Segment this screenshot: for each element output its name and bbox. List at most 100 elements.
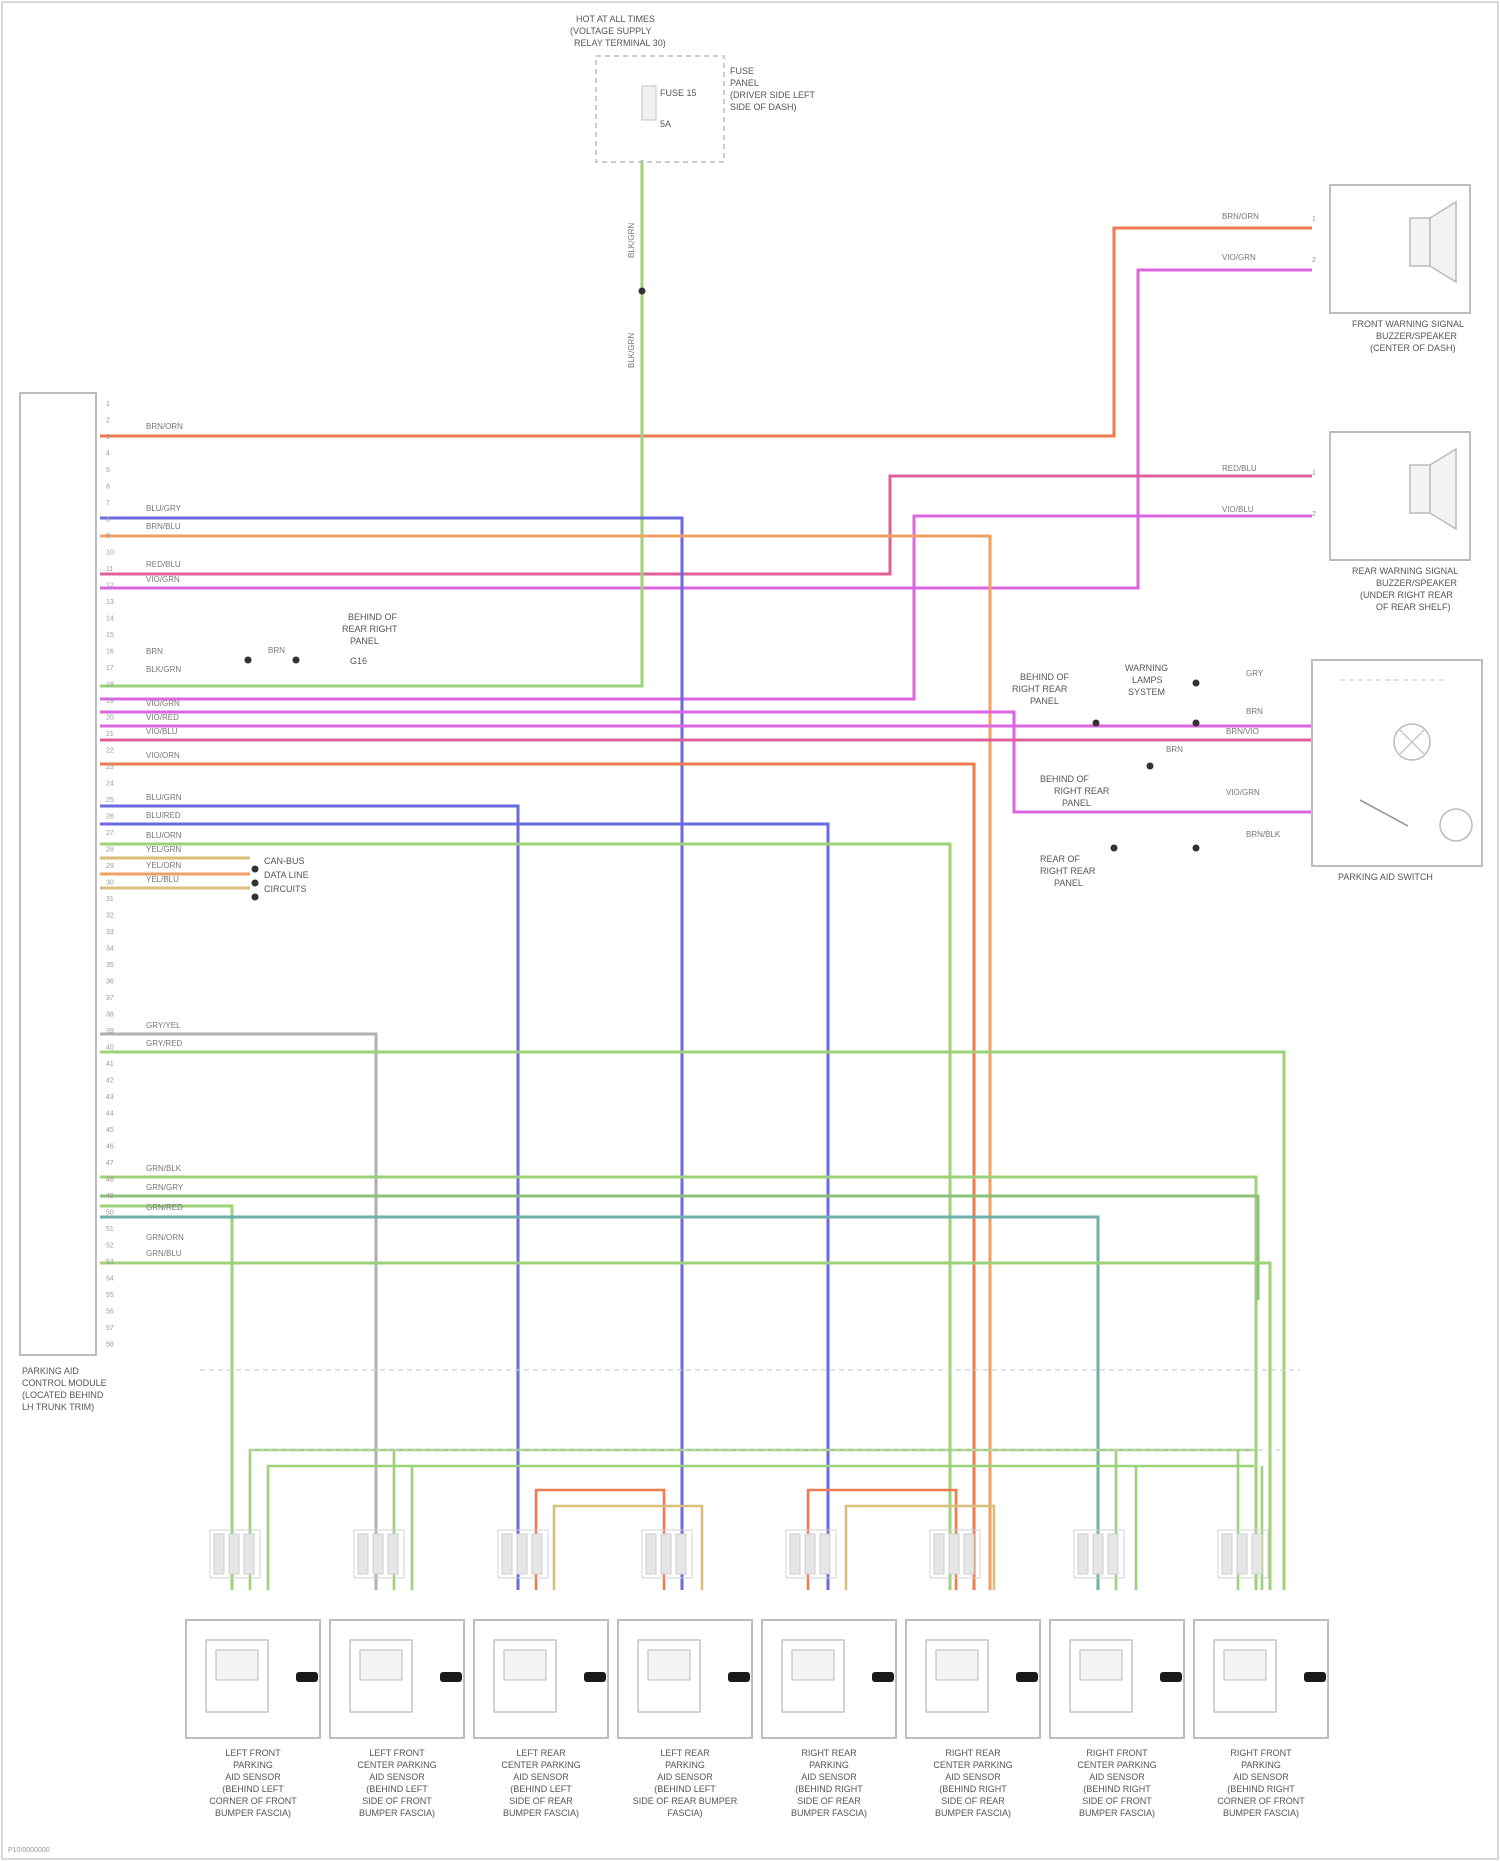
module-wire-label-6: BRN	[146, 647, 163, 656]
module-pin-25: 25	[106, 797, 114, 804]
switch-ground-a-label-3: PANEL	[1030, 696, 1059, 706]
sensor-label-line: CENTER PARKING	[1077, 1760, 1156, 1770]
module-pin-47: 47	[106, 1160, 114, 1167]
sensor-face-icon	[1080, 1650, 1122, 1680]
module-pin-1: 1	[106, 401, 110, 408]
module-pin-48: 48	[106, 1177, 114, 1184]
module-pin-11: 11	[106, 566, 113, 573]
sensor-label-line: SIDE OF REAR	[941, 1796, 1005, 1806]
sensor-6: RIGHT REARCENTER PARKINGAID SENSOR(BEHIN…	[906, 1530, 1040, 1818]
warning-lamps-label-3: SYSTEM	[1128, 687, 1165, 697]
sensor-label-line: AID SENSOR	[225, 1772, 281, 1782]
wire-12	[100, 806, 518, 1590]
sensor-plug-pin-icon	[214, 1534, 224, 1574]
sensor-label-line: FASCIA)	[667, 1808, 702, 1818]
fuse-block: HOT AT ALL TIMES (VOLTAGE SUPPLY RELAY T…	[570, 14, 816, 368]
module-pin-57: 57	[106, 1325, 114, 1332]
module-pin-53: 53	[106, 1259, 114, 1266]
module-pin-10: 10	[106, 550, 114, 557]
svg-text:1: 1	[1312, 470, 1316, 477]
switch-label: PARKING AID SWITCH	[1338, 872, 1433, 882]
ground-ref-label-1: BEHIND OF	[348, 612, 398, 622]
sensor-label-line: BUMPER FASCIA)	[503, 1808, 579, 1818]
module-wire-label-17: YEL/BLU	[146, 875, 179, 884]
sensor-plug-pin-icon	[517, 1534, 527, 1574]
control-module-label-4: LH TRUNK TRIM)	[22, 1402, 94, 1412]
sensor-label-line: (BEHIND RIGHT	[795, 1784, 863, 1794]
fuse-panel-label-1: FUSE	[730, 66, 754, 76]
rear-speaker-label-3: (UNDER RIGHT REAR	[1360, 590, 1453, 600]
sensor-plug-pin-icon	[388, 1534, 398, 1574]
module-wire-label-13: BLU/RED	[146, 811, 181, 820]
sensor-plug-pin-icon	[805, 1534, 815, 1574]
control-module: 1234567891011121314151617181920212223242…	[20, 393, 114, 1412]
rear-speaker-label-1: REAR WARNING SIGNAL	[1352, 566, 1458, 576]
sensor-face-icon	[936, 1650, 978, 1680]
sensor-connector-icon	[1016, 1672, 1038, 1682]
module-pin-32: 32	[106, 913, 114, 920]
module-pin-5: 5	[106, 467, 110, 474]
sensor-connector-icon	[1304, 1672, 1326, 1682]
fuse-wire-lower: BLK/GRN	[627, 333, 636, 368]
sensor-face-icon	[360, 1650, 402, 1680]
sensor-plug-pin-icon	[790, 1534, 800, 1574]
module-pin-36: 36	[106, 979, 114, 986]
sensor-label-line: (BEHIND LEFT	[222, 1784, 284, 1794]
module-pin-30: 30	[106, 880, 114, 887]
module-pin-7: 7	[106, 500, 110, 507]
module-wire-label-3: BRN/BLU	[146, 522, 181, 531]
sensor-label-line: (BEHIND LEFT	[654, 1784, 716, 1794]
sensor-label-line: LEFT FRONT	[369, 1748, 425, 1758]
can-bus-reference: CAN-BUS DATA LINE CIRCUITS	[252, 856, 309, 901]
module-pin-56: 56	[106, 1309, 114, 1316]
wire-3	[100, 476, 1312, 574]
wire-16	[100, 1052, 1284, 1590]
ground-ref-label-2: REAR RIGHT	[342, 624, 398, 634]
module-pin-2: 2	[106, 418, 110, 425]
sensor-label-line: AID SENSOR	[801, 1772, 857, 1782]
module-pin-46: 46	[106, 1144, 114, 1151]
module-pin-52: 52	[106, 1243, 114, 1250]
module-pin-28: 28	[106, 847, 114, 854]
module-wire-label-23: GRN/BLU	[146, 1249, 182, 1258]
sensor-plug-pin-icon	[502, 1534, 512, 1574]
sensor-label-line: CENTER PARKING	[501, 1760, 580, 1770]
rear-speaker-icon	[1410, 465, 1430, 513]
sensor-label-line: BUMPER FASCIA)	[935, 1808, 1011, 1818]
module-pin-4: 4	[106, 451, 110, 458]
sensor-2: LEFT FRONTCENTER PARKINGAID SENSOR(BEHIN…	[330, 1530, 464, 1818]
sensor-label-line: LEFT FRONT	[225, 1748, 281, 1758]
module-pin-34: 34	[106, 946, 114, 953]
sensor-label-line: LEFT REAR	[660, 1748, 710, 1758]
switch-contact-icon	[1360, 800, 1408, 826]
rear-speaker-wire-1: RED/BLU	[1222, 464, 1257, 473]
svg-text:1: 1	[1312, 216, 1316, 223]
front-speaker-icon	[1410, 218, 1430, 266]
sensor-connector-icon	[872, 1672, 894, 1682]
sensor-label-line: LEFT REAR	[516, 1748, 566, 1758]
footer-code: P10/0000000	[8, 1847, 50, 1854]
sensor-face-icon	[216, 1650, 258, 1680]
sensor-connector-icon	[728, 1672, 750, 1682]
module-pin-49: 49	[106, 1193, 114, 1200]
sensor-label-line: CENTER PARKING	[933, 1760, 1012, 1770]
sensor-label-line: PARKING	[809, 1760, 849, 1770]
module-pin-58: 58	[106, 1342, 114, 1349]
sensor-label-line: SIDE OF REAR BUMPER	[633, 1796, 738, 1806]
switch-wire-5: VIO/GRN	[1226, 788, 1260, 797]
sensor-connector-icon	[296, 1672, 318, 1682]
fuse-panel-label-3: (DRIVER SIDE LEFT	[730, 90, 816, 100]
parking-sensors: LEFT FRONT PARKING AID SENSOR (BEHIND LEFT C…	[186, 1530, 1328, 1818]
module-pin-55: 55	[106, 1292, 114, 1299]
fuse-header-3: RELAY TERMINAL 30)	[574, 38, 666, 48]
module-pin-42: 42	[106, 1078, 114, 1085]
sensor-plug-pin-icon	[1108, 1534, 1118, 1574]
module-wire-label-2: BLU/GRY	[146, 504, 182, 513]
sensor-label-line: AID SENSOR	[657, 1772, 713, 1782]
ground-wire-label: BRN	[268, 646, 285, 655]
sensor-label-line: BUMPER FASCIA)	[359, 1808, 435, 1818]
fuse-header-1: HOT AT ALL TIMES	[576, 14, 655, 24]
sensor-label-line: RIGHT FRONT	[1086, 1748, 1148, 1758]
